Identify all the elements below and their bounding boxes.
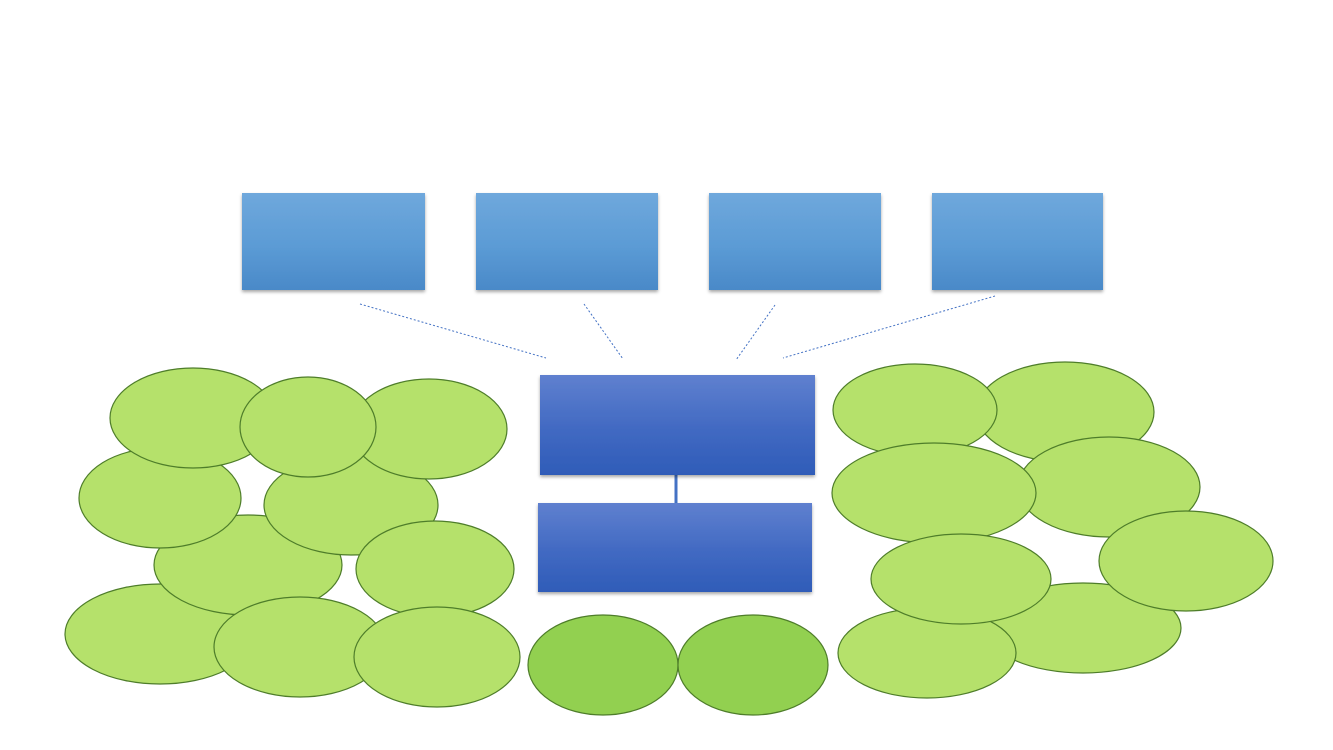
right-ellipse-cluster [831,361,1274,699]
bottom-ellipse-pair [527,614,829,716]
top-box-2[interactable] [476,193,658,290]
bottom-ellipse-left[interactable] [527,614,679,716]
top-box-3[interactable] [709,193,881,290]
left-ellipse-8[interactable] [355,520,515,618]
dotted-connector-2 [583,303,624,360]
top-box-4[interactable] [932,193,1103,290]
dotted-connector-3 [735,304,776,361]
bottom-ellipse-right[interactable] [677,614,829,716]
dotted-connectors [359,295,996,361]
right-ellipse-8[interactable] [870,533,1052,625]
left-ellipse-7[interactable] [239,376,377,478]
center-box-top[interactable] [540,375,815,475]
right-ellipse-4[interactable] [831,442,1037,544]
center-box-bottom[interactable] [538,503,812,592]
left-ellipse-10[interactable] [353,606,521,708]
left-ellipse-cluster [64,367,521,708]
top-box-1[interactable] [242,193,425,290]
dotted-connector-1 [359,303,547,359]
right-ellipse-6[interactable] [1098,510,1274,612]
dotted-connector-4 [782,295,996,359]
right-ellipse-2[interactable] [832,363,998,457]
